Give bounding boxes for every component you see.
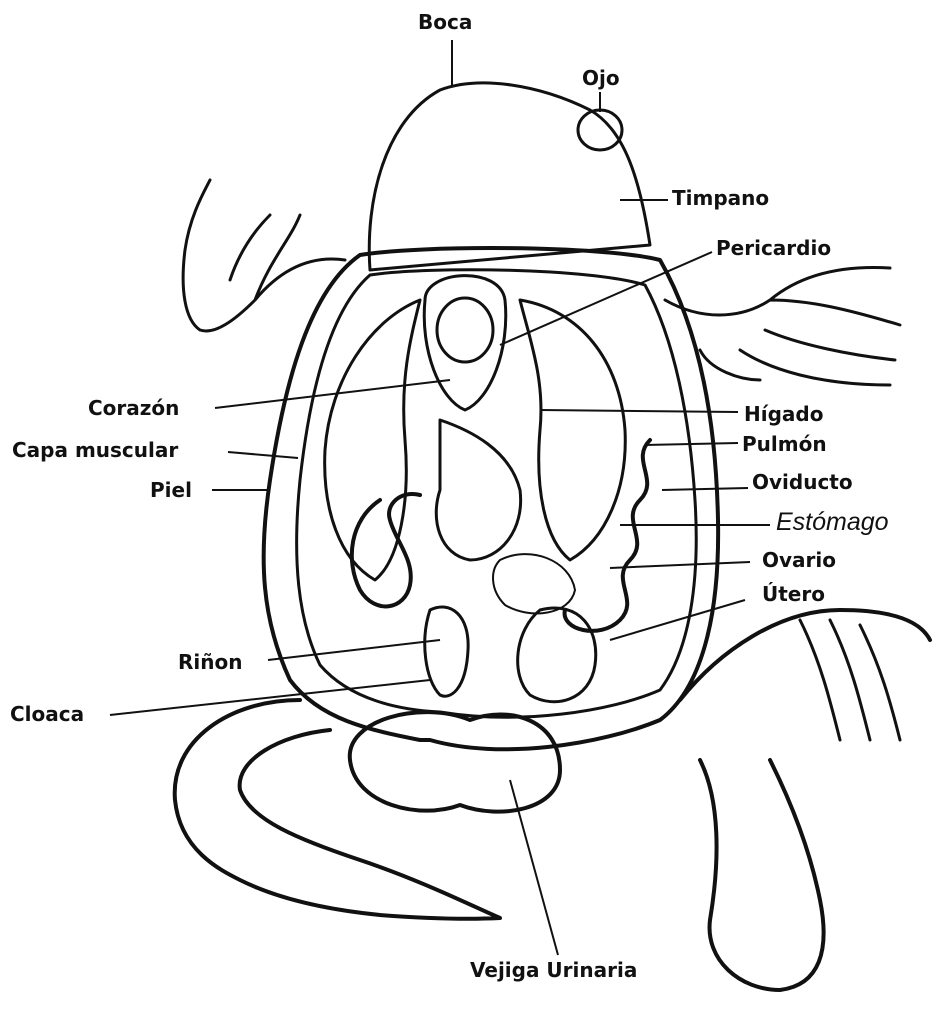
leader-utero [610, 600, 745, 640]
right-hind-leg [680, 610, 930, 990]
ovary [493, 554, 575, 613]
leader-oviducto [662, 488, 748, 490]
oviduct-coil [565, 440, 650, 631]
label-corazon: Corazón [88, 398, 179, 418]
liver-left-lobe [325, 300, 420, 580]
urinary-bladder [350, 712, 560, 811]
leader-ovario [610, 562, 750, 568]
label-pericardio: Pericardio [716, 238, 831, 258]
leader-capa-muscular [228, 452, 298, 458]
label-ojo: Ojo [582, 68, 620, 88]
label-higado: Hígado [744, 404, 823, 424]
leader-pulmon [645, 443, 738, 445]
label-ovario: Ovario [762, 550, 836, 570]
body-skin [264, 248, 719, 749]
pericardium [424, 276, 506, 410]
label-oviducto: Oviducto [752, 472, 853, 492]
label-rinon: Riñon [178, 652, 242, 672]
leader-rinon [268, 640, 440, 660]
label-utero: Útero [762, 584, 825, 604]
left-arm [183, 180, 345, 331]
label-vejiga: Vejiga Urinaria [470, 960, 637, 980]
uterus [518, 608, 596, 702]
label-timpano: Timpano [672, 188, 769, 208]
heart [437, 298, 493, 362]
label-estomago: Estómago [776, 510, 889, 535]
kidney [425, 607, 468, 696]
intestine-coil [352, 494, 420, 606]
stomach [436, 420, 520, 560]
leader-cloaca [110, 680, 430, 715]
right-foot-toes [800, 620, 900, 740]
label-piel: Piel [150, 480, 192, 500]
label-cloaca: Cloaca [10, 704, 84, 724]
liver-right-lobe [520, 300, 625, 560]
label-boca: Boca [418, 12, 472, 32]
label-pulmon: Pulmón [742, 434, 827, 454]
label-capa-muscular: Capa muscular [12, 440, 178, 460]
